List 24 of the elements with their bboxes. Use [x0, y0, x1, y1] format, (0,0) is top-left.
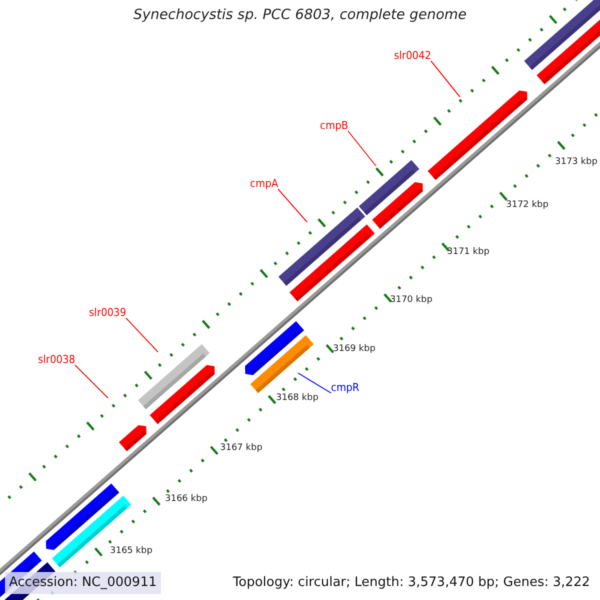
scale-label: 3171 kbp — [447, 248, 490, 257]
leader-line — [278, 188, 308, 222]
diagram-title: Synechocystis sp. PCC 6803, complete genome — [132, 8, 468, 22]
genome-summary: Topology: circular; Length: 3,573,470 bp; Genes: 3,222 — [232, 576, 590, 589]
gene-label: cmpA — [250, 178, 278, 189]
gene-label: slr0042 — [394, 50, 432, 61]
scale-label: 3168 kbp — [276, 394, 318, 403]
leader-line — [298, 372, 332, 394]
scale-label: 3165 kbp — [110, 547, 152, 556]
scale-label: 3170 kbp — [390, 296, 432, 305]
scale-label: 3167 kbp — [220, 444, 262, 453]
gene-label: slr0039 — [89, 307, 126, 318]
gene-label: slr0038 — [38, 354, 76, 365]
leader-line — [74, 364, 108, 398]
scale-label: 3172 kbp — [506, 201, 548, 210]
accession-label: Accession: NC_000911 — [5, 572, 161, 594]
leader-line — [126, 318, 158, 352]
leader-line — [430, 60, 460, 98]
scale-label: 3169 kbp — [333, 345, 376, 354]
gene-label: cmpB — [320, 120, 348, 131]
leader-line — [348, 130, 376, 166]
scale-label: 3166 kbp — [165, 495, 208, 504]
scale-label: 3173 kbp — [555, 158, 598, 167]
gene-label: cmpR — [331, 382, 360, 393]
